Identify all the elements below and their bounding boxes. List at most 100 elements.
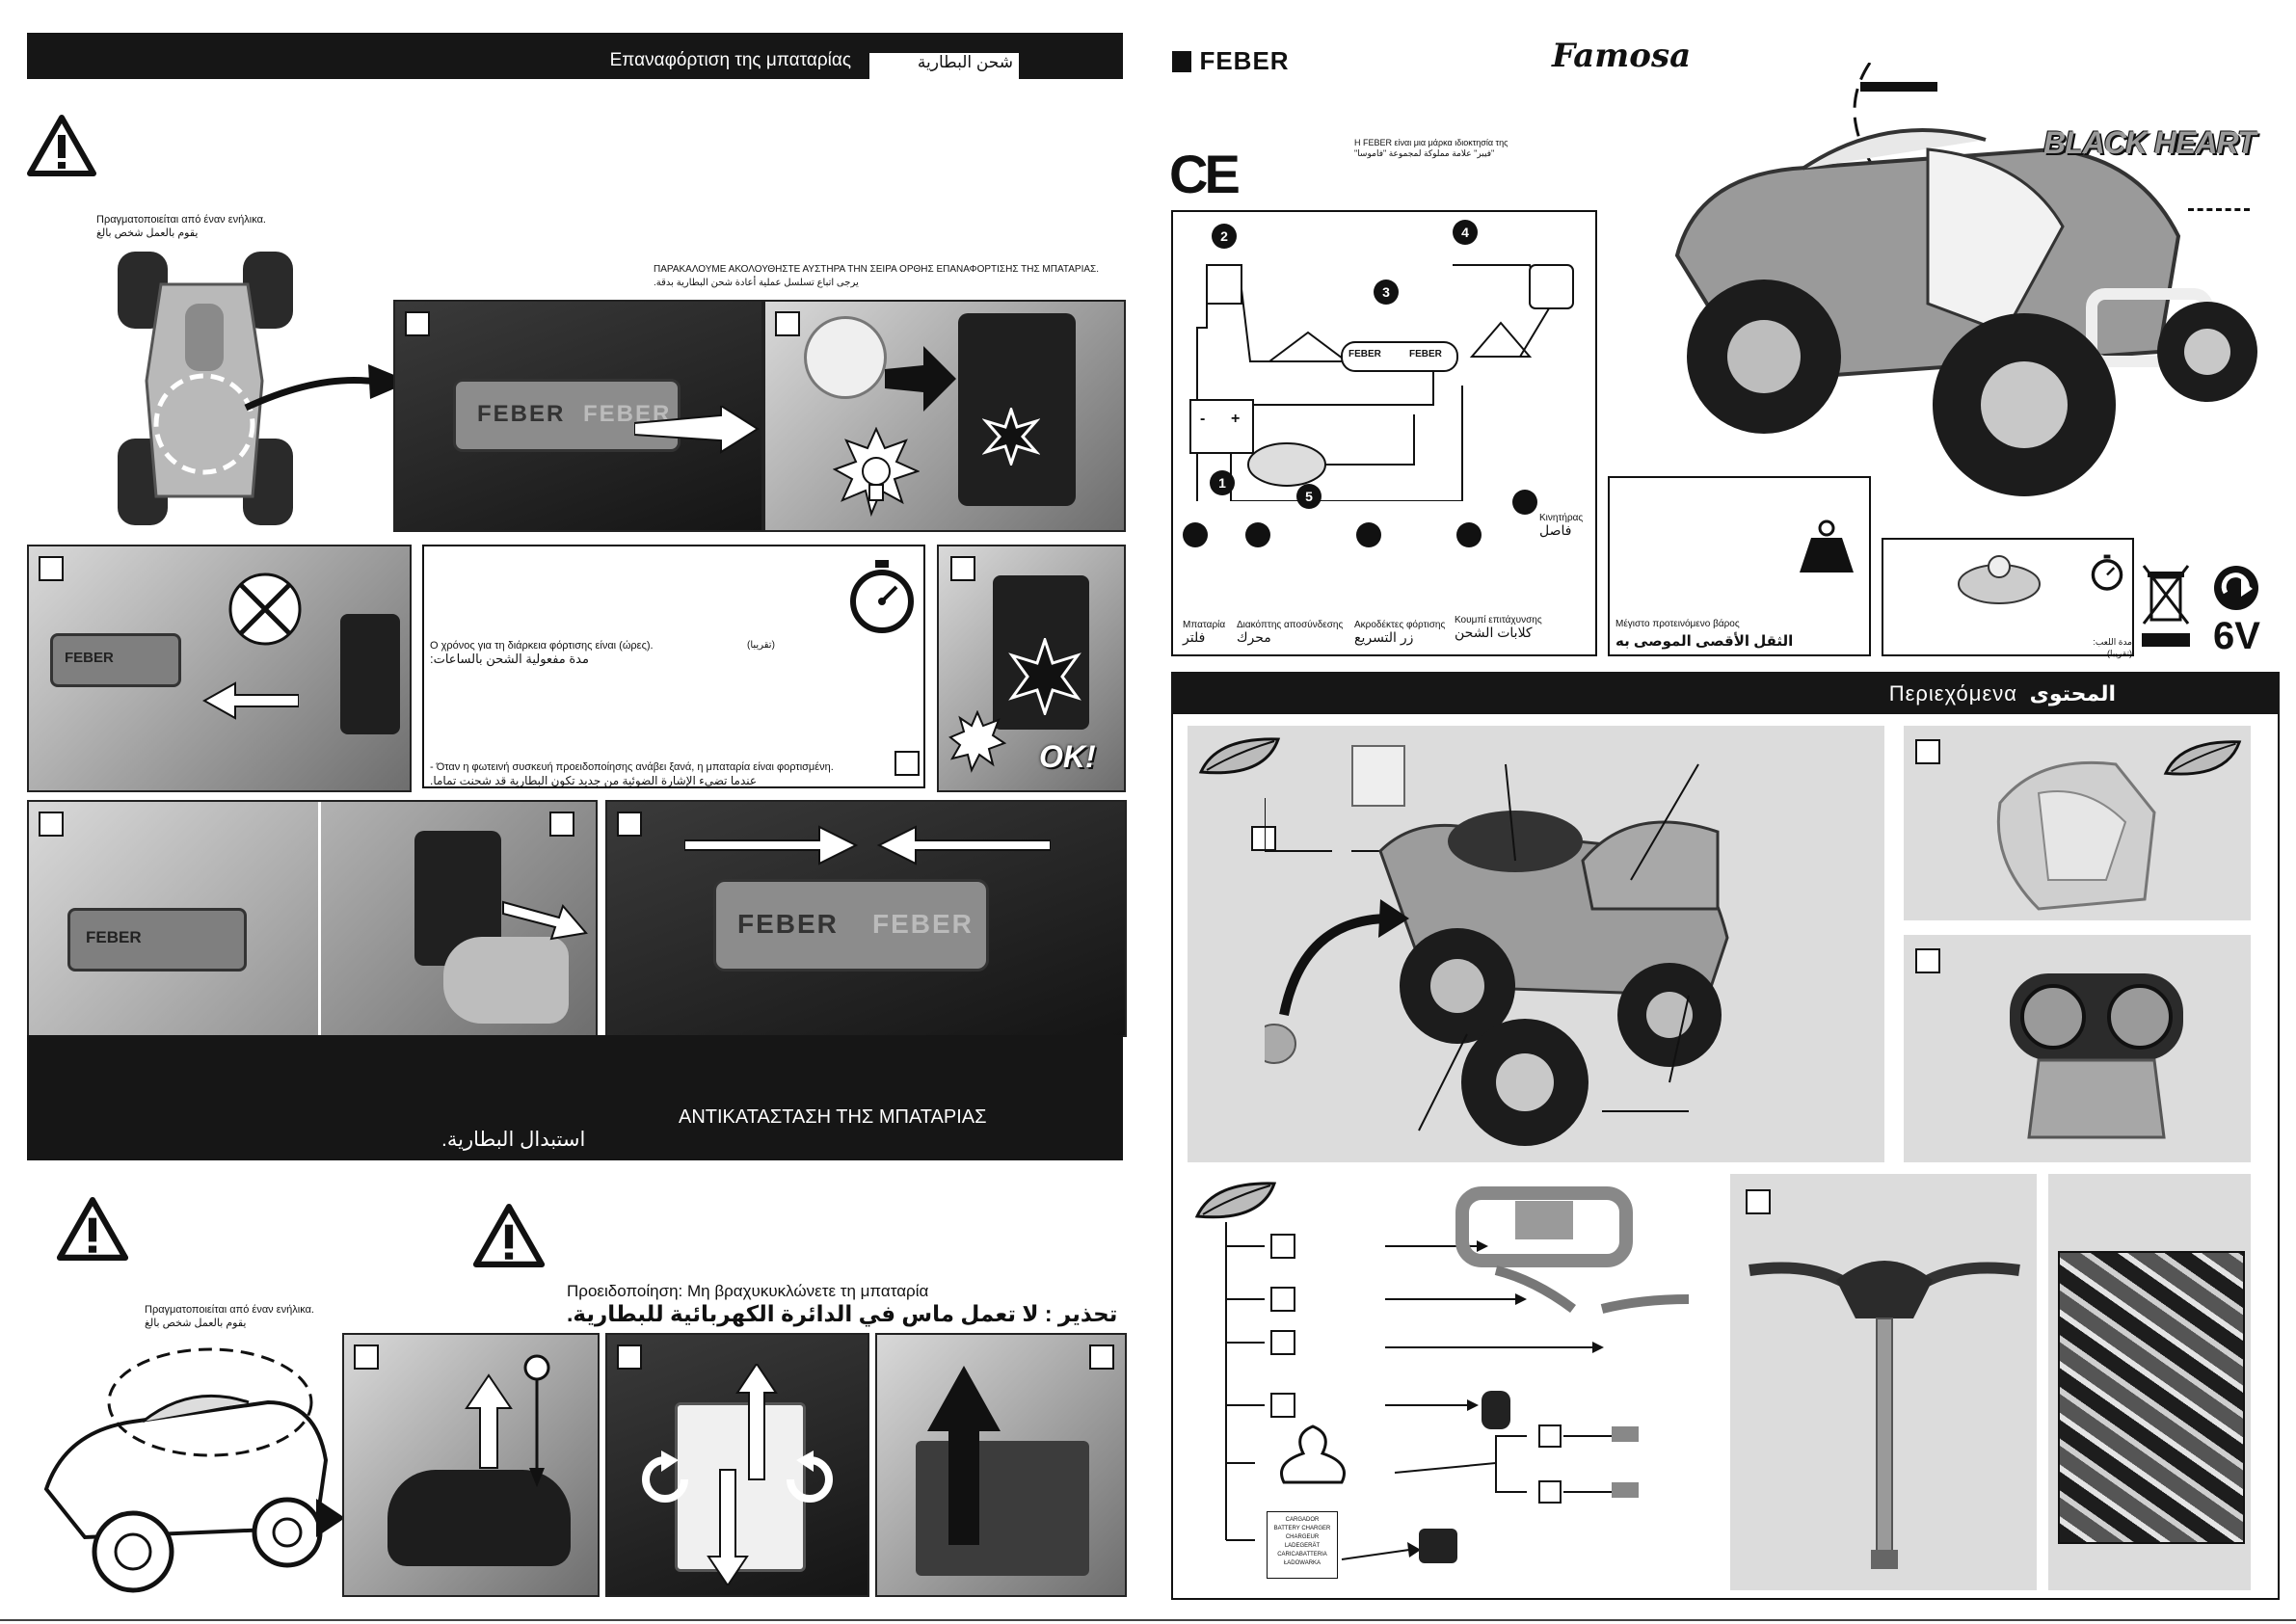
contents-header-bar: Περιεχόμενα المحتوى	[1171, 672, 2280, 714]
seat	[387, 1470, 571, 1566]
weight-icon	[1800, 519, 1854, 572]
unscrew-left-icon	[642, 1451, 688, 1503]
push-arrow-icon	[885, 346, 956, 412]
charge-header-bar: Επαναφόρτιση της μπαταρίας شحن البطارية	[27, 33, 1123, 79]
order-note: ΠΑΡΑΚΑΛΟΥΜΕ ΑΚΟΛΟΥΘΗΣΤΕ ΑΥΣΤΗΡΑ ΤΗΝ ΣΕΙΡ…	[654, 263, 1099, 290]
contents-seat-panel	[1904, 726, 2251, 920]
circuit-number: 5	[1296, 484, 1322, 509]
circuit-box: FEBER FEBER - + 2 3 4 1 5 Κινητήρας فاصل…	[1171, 210, 1597, 656]
hand	[443, 937, 569, 1024]
light-note-greek: - Όταν η φωτεινή συσκευή προειδοποίησης …	[430, 761, 834, 773]
lift-arrow-icon	[465, 1373, 513, 1469]
contents-frame	[1171, 714, 2280, 1600]
battery-clamp	[675, 1402, 806, 1572]
replace-title-arabic: استبدال البطارية.	[441, 1129, 586, 1151]
adult-note-greek: Πραγματοποιείται από έναν ενήλικα.	[96, 214, 266, 226]
circuit-diagram	[1189, 264, 1574, 501]
item-box	[1746, 1189, 1771, 1214]
charger-label-line: BATTERY CHARGER	[1273, 1526, 1331, 1531]
max-weight-greek: Μέγιστο προτεινόμενο βάρος	[1615, 619, 1740, 629]
step-box	[354, 1344, 379, 1370]
replace-header-bar: ΑΝΤΙΚΑΤΑΣΤΑΣΗ ΤΗΣ ΜΠΑΤΑΡΙΑΣ استبدال البط…	[27, 1035, 1123, 1160]
charger-label-line: CHARGEUR	[1285, 1534, 1320, 1540]
lift-battery-arrow-icon	[927, 1366, 1001, 1545]
charge-title-greek: Επαναφόρτιση της μπαταρίας	[609, 50, 851, 70]
dashed-mark	[2188, 208, 2250, 211]
pointer-arrow-icon	[244, 364, 411, 412]
contents-main-panel	[1188, 726, 1884, 1162]
circuit-number: 4	[1453, 220, 1478, 245]
headlight-part-drawing	[2010, 973, 2183, 1139]
charge-light-on-icon	[1008, 638, 1081, 715]
warning-triangle-icon	[27, 115, 96, 176]
label-motor-greek: Κινητήρας	[1539, 513, 1584, 523]
item-box	[1270, 1330, 1295, 1355]
item-box	[1538, 1424, 1562, 1448]
photo-plug-charger	[763, 300, 1126, 532]
quad-top-view-image	[108, 246, 301, 530]
pull-arrow-icon	[634, 406, 760, 454]
recycle-icon	[2214, 566, 2258, 610]
step-box	[1089, 1344, 1114, 1370]
legend-dot	[1456, 522, 1482, 547]
quad-line-drawing	[43, 1347, 345, 1593]
connector-brand-right: FEBER	[872, 909, 974, 939]
leaf-icon	[2163, 740, 2242, 776]
label-switch-arabic: محرك	[1237, 629, 1271, 645]
step-box	[950, 556, 975, 581]
quad-hero-image	[1639, 62, 2280, 525]
item-box	[1538, 1480, 1562, 1504]
circuit-plate-left: FEBER	[1348, 349, 1381, 359]
charger-label-card: CARGADOR BATTERY CHARGER CHARGEUR LADEGE…	[1267, 1511, 1338, 1579]
feber-logo-mark	[1172, 50, 1191, 72]
warning-arabic: تحذير : لا تعمل ماس في الدائرة الكهربائي…	[567, 1301, 1118, 1326]
label-charge-terminals-greek: Ακροδέκτες φόρτισης	[1354, 620, 1446, 630]
charger-unit	[340, 614, 400, 734]
replace-title-greek: ΑΝΤΙΚΑΤΑΣΤΑΣΗ ΤΗΣ ΜΠΑΤΑΡΙΑΣ	[679, 1106, 987, 1128]
label-battery-greek: Μπαταρία	[1183, 620, 1226, 630]
contents-accessories-panel: CARGADOR BATTERY CHARGER CHARGEUR LADEGE…	[1188, 1174, 1725, 1590]
charge-time-arabic: مدة مفعولية الشحن بالساعات:	[430, 652, 589, 666]
max-weight-arabic: الثقل الأقصى الموصى به	[1615, 633, 1794, 650]
connector-brand-left: FEBER	[737, 909, 839, 939]
photo-charge-ok: OK!	[937, 545, 1126, 792]
circuit-number: 2	[1212, 224, 1237, 249]
order-note-greek: ΠΑΡΑΚΑΛΟΥΜΕ ΑΚΟΛΟΥΘΗΣΤΕ ΑΥΣΤΗΡΑ ΤΗΝ ΣΕΙΡ…	[654, 264, 1099, 275]
connector-plate: FEBER FEBER	[453, 379, 681, 452]
battery-block	[916, 1441, 1089, 1576]
connector-brand-small: FEBER	[86, 928, 142, 946]
circuit-number: 1	[1210, 470, 1235, 495]
warning-triangle-icon	[472, 1204, 546, 1267]
black-heart-logo: BLACK HEART	[2043, 125, 2256, 160]
label-battery-arabic: فلتر	[1183, 629, 1206, 645]
contents-sticker-panel	[2048, 1174, 2251, 1590]
label-switch: Διακόπτης αποσύνδεσης محرك	[1237, 620, 1343, 645]
step-box	[39, 812, 64, 837]
item-box	[1270, 1287, 1295, 1312]
charger-label-line: ŁADOWARKA	[1283, 1560, 1322, 1566]
voltage-label: 6V	[2213, 615, 2260, 657]
contents-headlight-panel	[1904, 935, 2251, 1162]
step-box	[405, 311, 430, 336]
sticker-sheet	[2058, 1251, 2245, 1544]
plug-in-arrow-icon	[202, 681, 299, 720]
label-accelerator-greek: Κουμπί επιτάχυνσης	[1455, 615, 1542, 626]
step-box	[617, 812, 642, 837]
photo-connect-charger: FEBER	[27, 545, 412, 792]
no-light-icon	[228, 572, 302, 646]
quad-hero-drawing	[1674, 62, 2257, 496]
battery-plus: +	[1231, 411, 1241, 427]
ok-label: OK!	[1039, 739, 1096, 774]
charger-label-line: CARGADOR	[1285, 1517, 1320, 1523]
legend-dot	[1356, 522, 1381, 547]
connector-brand-small: FEBER	[65, 650, 114, 666]
circuit-number: 3	[1374, 280, 1399, 305]
photo-unplug-charger: FEBER	[27, 800, 598, 1037]
weee-bin-icon	[2142, 565, 2190, 647]
ce-mark: CE	[1169, 144, 1241, 204]
max-weight-box: Μέγιστο προτεινόμενο βάρος الثقل الأقصى …	[1608, 476, 1871, 656]
battery-minus: -	[1200, 411, 1206, 427]
label-charge-terminals: Ακροδέκτες φόρτισης زر التسريع	[1354, 620, 1446, 644]
photo-connector-plate: FEBER FEBER	[393, 300, 763, 532]
small-battery	[1351, 745, 1405, 807]
